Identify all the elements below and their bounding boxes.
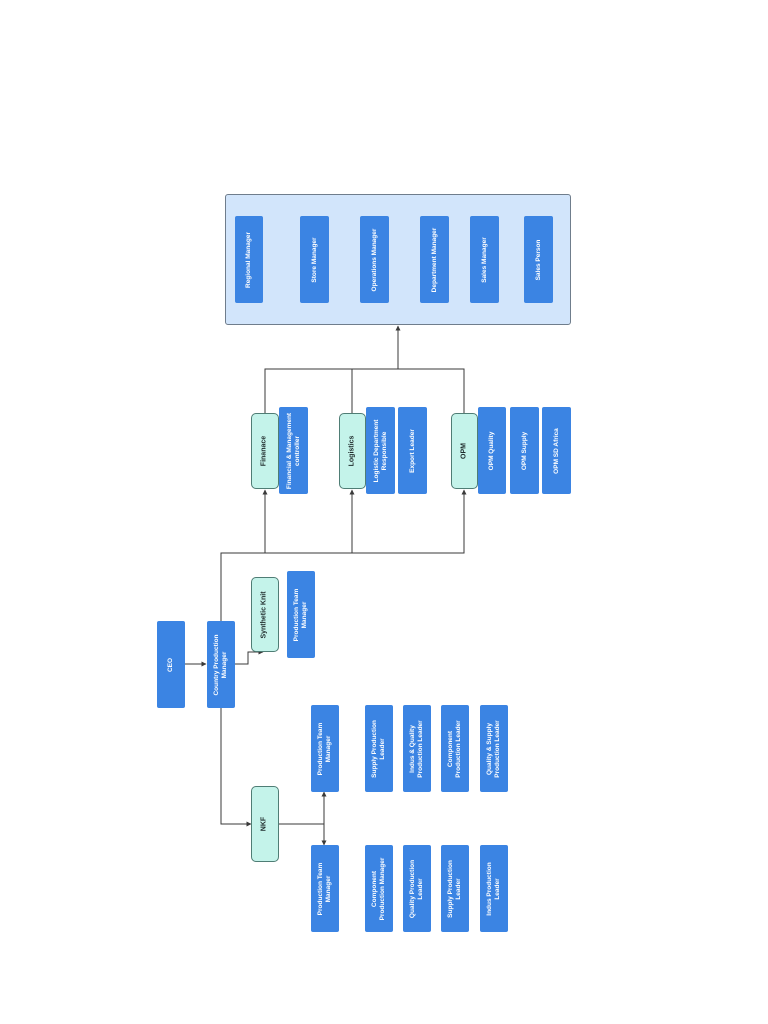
financial-controller-box: Financial & Management controller xyxy=(279,407,308,494)
store-manager-box: Store Manager xyxy=(300,216,329,303)
management-chain-panel xyxy=(225,194,571,325)
sales-person-box: Sales Person xyxy=(524,216,553,303)
connector-cpm-opm xyxy=(352,489,467,554)
quality-supply-production-leader-box: Quality & Supply Production Leader xyxy=(480,705,508,792)
component-production-leader-box: Component Production Leader xyxy=(441,705,469,792)
finance-group-node: Finanace xyxy=(251,413,279,489)
indus-quality-production-leader-box: Indus & Quality Production Leader xyxy=(403,705,431,792)
connector-cpm-logistics xyxy=(265,489,355,554)
ceo-box: CEO xyxy=(157,621,185,708)
synthetic-production-team-manager-box: Production Team Manager xyxy=(287,571,315,658)
nkf-group-node: NKF xyxy=(251,786,279,862)
operations-manager-box: Operations Manager xyxy=(360,216,389,303)
nkf-production-team-manager-lower-box: Production Team Manager xyxy=(311,845,339,932)
department-manager-box: Department Manager xyxy=(420,216,449,303)
connector-cpm-nkf xyxy=(220,708,252,827)
opm-sd-africa-box: OPM SD Africa xyxy=(542,407,571,494)
component-production-manager-box: Component Production Manager xyxy=(365,845,393,932)
indus-production-leader-box: Indus Production Leader xyxy=(480,845,508,932)
logistic-department-responsible-box: Logistic Department Responsible xyxy=(366,407,395,494)
supply-production-leader-upper-box: Supply Production Leader xyxy=(365,705,393,792)
synthetic-knit-group-node: Synthetic Knit xyxy=(251,577,279,652)
supply-production-leader-lower-box: Supply Production Leader xyxy=(441,845,469,932)
connector-nkf-top xyxy=(279,791,327,825)
nkf-production-team-manager-upper-box: Production Team Manager xyxy=(311,705,339,792)
opm-quality-box: OPM Quality xyxy=(478,407,506,494)
opm-supply-box: OPM Supply xyxy=(510,407,539,494)
country-production-manager-box: Country Production Manager xyxy=(207,621,235,708)
quality-production-leader-box: Quality Production Leader xyxy=(403,845,431,932)
opm-group-node: OPM xyxy=(451,413,478,489)
logistics-group-node: Logistics xyxy=(339,413,366,489)
sales-manager-box: Sales Manager xyxy=(470,216,499,303)
export-leader-box: Export Leader xyxy=(398,407,427,494)
connector-cpm-synthetic xyxy=(235,649,264,665)
regional-manager-box: Regional Manager xyxy=(235,216,263,303)
